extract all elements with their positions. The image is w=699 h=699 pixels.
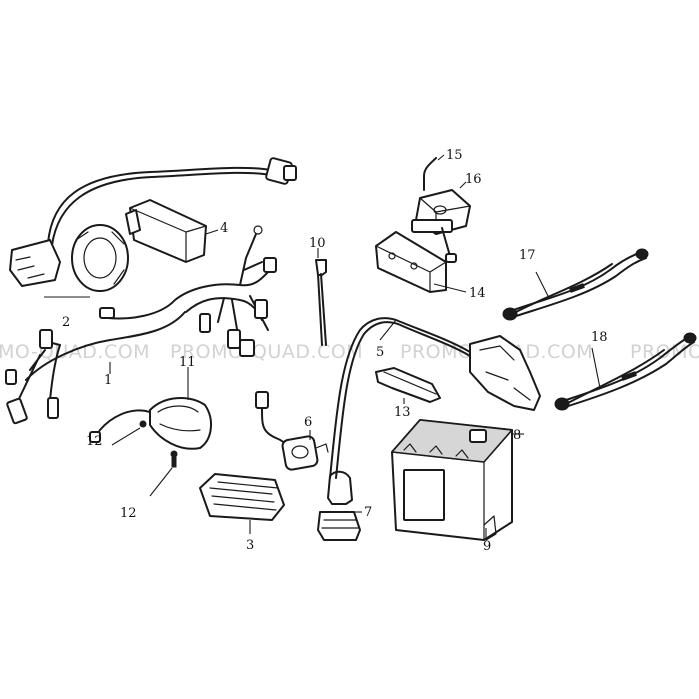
- part-ignition-coil: [329, 317, 541, 479]
- part-wiring-harness: [5, 225, 277, 425]
- callout-16: 16: [465, 172, 482, 187]
- callout-5: 5: [376, 345, 384, 360]
- callout-6: 6: [304, 415, 312, 430]
- watermark: MO-QUAD.COM PROMO-QUAD.COM PROMO-QUAD.CO…: [0, 341, 699, 363]
- callout-17: 17: [519, 248, 536, 263]
- callout-11: 11: [179, 355, 196, 370]
- callout-1: 1: [104, 373, 112, 388]
- callout-7: 7: [364, 505, 372, 520]
- part-ignition-switch: [255, 391, 329, 471]
- part-battery: [391, 419, 524, 541]
- callout-9: 9: [483, 539, 491, 554]
- watermark-text: MO-QUAD.COM: [0, 341, 150, 363]
- part-bracket: [375, 231, 467, 293]
- part-spark-plug-cap: [317, 470, 362, 541]
- part-relay: [411, 154, 471, 263]
- part-cable-tie: [315, 248, 327, 346]
- callout-12: 12: [120, 506, 137, 521]
- callout-13: 13: [394, 405, 411, 420]
- callout-labels: 1 2 3 4 5 6 7 8 9 10 11 12 12 13 14 15 1…: [62, 148, 608, 554]
- callout-12: 12: [86, 434, 103, 449]
- callout-18: 18: [591, 330, 608, 345]
- watermark-text: PROMO: [630, 341, 699, 363]
- part-cdi-box: [125, 199, 219, 263]
- callout-10: 10: [309, 236, 326, 251]
- part-battery-strap: [375, 367, 441, 404]
- watermark-text: PROMO-QUAD.COM: [170, 341, 363, 363]
- callout-15: 15: [446, 148, 463, 163]
- callout-4: 4: [220, 221, 228, 236]
- part-bolts: [111, 420, 178, 497]
- callout-3: 3: [246, 538, 254, 553]
- callout-2: 2: [62, 315, 70, 330]
- part-rectifier: [199, 473, 285, 534]
- callout-8: 8: [513, 428, 521, 443]
- part-cdi-cap-assembly: [9, 157, 297, 298]
- part-lamp-assembly: [89, 367, 212, 450]
- callout-14: 14: [469, 286, 486, 301]
- part-cable-18: [554, 332, 697, 411]
- part-cable-17: [502, 248, 649, 321]
